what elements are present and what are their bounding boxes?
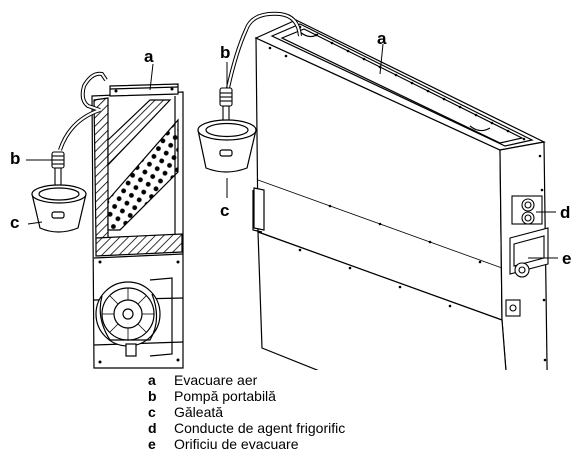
legend-key: a: [148, 372, 156, 388]
legend-text: Găleată: [174, 404, 224, 420]
legend-text: Pompă portabilă: [174, 388, 276, 404]
left-bucket: [31, 184, 87, 233]
callout-right-e: e: [562, 249, 572, 268]
right-portable-pump: [219, 87, 233, 123]
right-leader-lines: [226, 43, 558, 259]
unit-cross-section: [91, 83, 184, 369]
unit-perspective: [252, 19, 548, 370]
left-drain-hose: [58, 71, 108, 151]
legend-key: e: [148, 436, 156, 452]
callout-left-a: a: [144, 47, 154, 66]
legend-text: Evacuare aer: [174, 372, 258, 388]
callout-right-a: a: [377, 29, 387, 48]
legend-item: a Evacuare aer: [148, 372, 345, 388]
legend-key: c: [148, 404, 156, 420]
legend-item: b Pompă portabilă: [148, 388, 345, 404]
right-bucket: [197, 119, 257, 173]
legend: a Evacuare aer b Pompă portabilă c Gălea…: [148, 372, 345, 452]
legend-item: d Conducte de agent frigorific: [148, 420, 345, 436]
legend-text: Conducte de agent frigorific: [174, 420, 346, 436]
legend-key: d: [148, 420, 157, 436]
callout-right-b: b: [220, 43, 231, 62]
callout-left-b: b: [10, 149, 21, 168]
installation-diagram: [26, 11, 558, 370]
callout-right-c: c: [220, 201, 230, 220]
callout-right-d: d: [560, 203, 571, 222]
left-leader-lines: [26, 63, 154, 225]
refrigerant-pipe-connections: [511, 195, 543, 225]
top-rail-screws: [268, 25, 547, 362]
legend-item: e Orificiu de evacuare: [148, 436, 345, 452]
callout-left-c: c: [10, 213, 20, 232]
legend-text: Orificiu de evacuare: [174, 436, 299, 452]
legend-key: b: [148, 388, 157, 404]
left-portable-pump: [51, 151, 65, 187]
right-drain-hose: [226, 11, 302, 89]
legend-item: c Găleată: [148, 404, 345, 420]
